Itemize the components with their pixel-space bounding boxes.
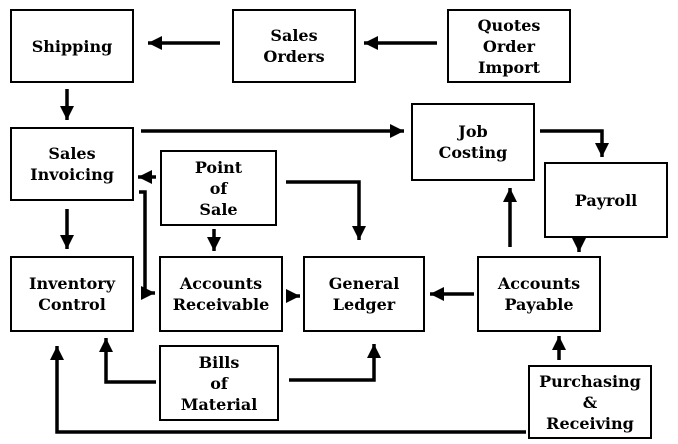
node-label-job-costing: Job Costing xyxy=(438,122,508,162)
node-label-accounts-payable: Accounts Payable xyxy=(497,274,581,314)
arrow-job-costing-to-payroll xyxy=(540,129,609,157)
node-payroll: Payroll xyxy=(544,162,668,238)
arrow-invoicing-to-accounts-receivable xyxy=(139,190,155,300)
node-label-payroll: Payroll xyxy=(574,190,638,210)
node-label-quotes-order-import: Quotes Order Import xyxy=(477,15,541,77)
node-shipping: Shipping xyxy=(10,9,134,83)
arrow-bills-to-general-ledger xyxy=(289,344,381,382)
node-general-ledger: General Ledger xyxy=(303,256,425,332)
node-label-sales-orders: Sales Orders xyxy=(263,26,325,66)
node-label-accounts-receivable: Accounts Receivable xyxy=(172,274,270,314)
arrow-bills-to-inventory-control xyxy=(99,338,156,384)
node-label-bills-of-material: Bills of Material xyxy=(180,352,258,414)
node-job-costing: Job Costing xyxy=(411,103,535,181)
node-bills-of-material: Bills of Material xyxy=(159,345,279,421)
node-sales-invoicing: Sales Invoicing xyxy=(10,127,134,201)
node-point-of-sale: Point of Sale xyxy=(160,150,277,226)
node-accounts-payable: Accounts Payable xyxy=(477,256,601,332)
arrow-point-of-sale-to-general-ledger xyxy=(286,180,366,240)
node-label-shipping: Shipping xyxy=(31,36,113,56)
node-label-sales-invoicing: Sales Invoicing xyxy=(30,144,114,184)
node-inventory-control: Inventory Control xyxy=(10,256,134,332)
node-sales-orders: Sales Orders xyxy=(232,9,356,83)
node-quotes-order-import: Quotes Order Import xyxy=(447,9,571,83)
node-label-point-of-sale: Point of Sale xyxy=(194,157,243,219)
node-label-inventory-control: Inventory Control xyxy=(28,274,115,314)
node-accounts-receivable: Accounts Receivable xyxy=(159,256,283,332)
node-label-general-ledger: General Ledger xyxy=(328,274,400,314)
node-purchasing-receiving: Purchasing & Receiving xyxy=(528,365,652,439)
arrow-purchasing-to-inventory-control xyxy=(50,346,526,434)
node-label-purchasing-receiving: Purchasing & Receiving xyxy=(539,371,641,433)
